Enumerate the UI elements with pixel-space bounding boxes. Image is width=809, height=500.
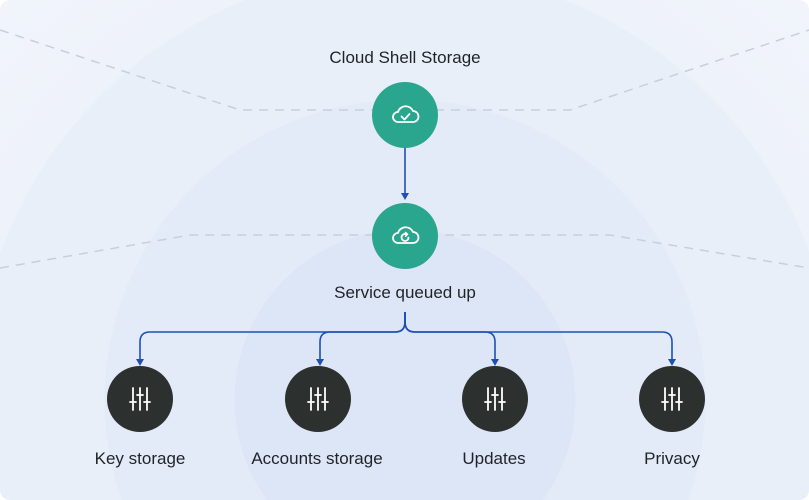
sliders-icon bbox=[307, 387, 329, 411]
cloud-check-icon bbox=[392, 105, 420, 123]
connector-to-child-1 bbox=[139, 312, 406, 362]
connector-to-child-2 bbox=[319, 312, 406, 362]
child-label-key-storage: Key storage bbox=[94, 449, 186, 468]
child-node-key-storage[interactable] bbox=[107, 366, 173, 432]
cloud-refresh-icon bbox=[392, 226, 420, 244]
child-node-privacy[interactable] bbox=[639, 366, 705, 432]
top-node-label: Cloud Shell Storage bbox=[329, 48, 481, 67]
child-node-accounts-storage[interactable] bbox=[285, 366, 351, 432]
child-label-accounts-storage: Accounts storage bbox=[251, 449, 383, 468]
arrow-head bbox=[136, 359, 144, 366]
sliders-icon bbox=[661, 387, 683, 411]
sliders-icon bbox=[129, 387, 151, 411]
middle-node[interactable] bbox=[372, 203, 438, 269]
sliders-icon bbox=[484, 387, 506, 411]
connector-to-child-3 bbox=[404, 312, 496, 362]
child-label-updates: Updates bbox=[462, 449, 526, 468]
middle-node-label: Service queued up bbox=[334, 283, 476, 302]
arrow-head bbox=[491, 359, 499, 366]
connector-to-child-4 bbox=[404, 312, 673, 362]
child-label-privacy: Privacy bbox=[644, 449, 700, 468]
arrow-head bbox=[316, 359, 324, 366]
arrow-head bbox=[668, 359, 676, 366]
arrow-head bbox=[401, 193, 409, 200]
top-node[interactable] bbox=[372, 82, 438, 148]
child-node-updates[interactable] bbox=[462, 366, 528, 432]
